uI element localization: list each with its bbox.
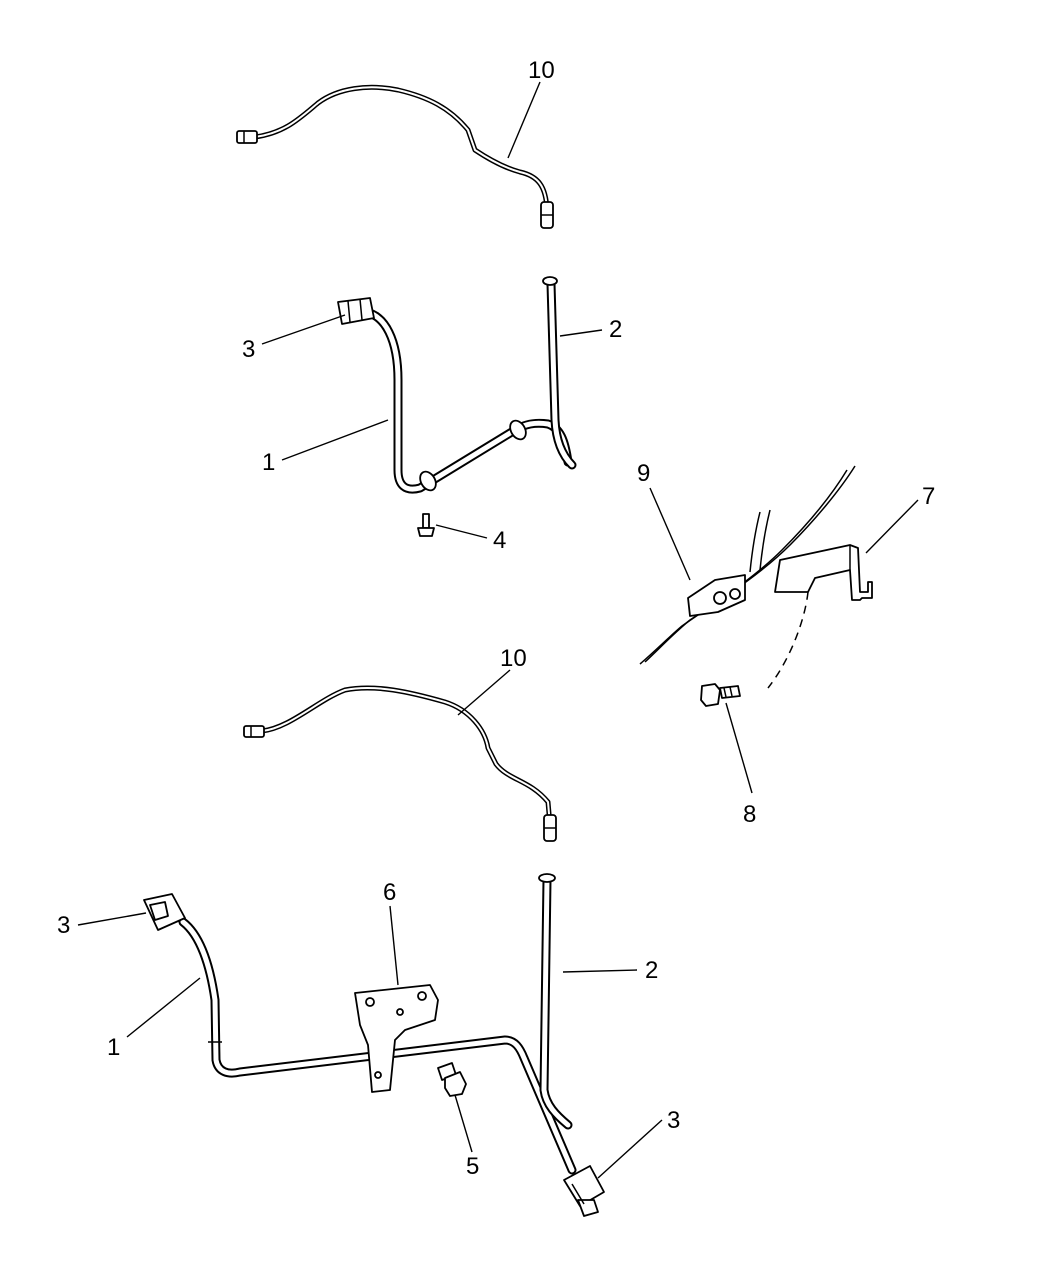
callout-6: 6 xyxy=(383,879,396,906)
leader-lines xyxy=(77,81,919,1179)
wire-harness-middle xyxy=(243,685,557,842)
callout-5: 5 xyxy=(466,1153,479,1180)
callout-1-top: 1 xyxy=(262,449,275,476)
callout-3-bottom: 3 xyxy=(667,1107,680,1134)
callout-4: 4 xyxy=(493,527,506,554)
pigtail-upper xyxy=(542,276,577,470)
callout-7: 7 xyxy=(922,483,935,510)
bolt-8 xyxy=(700,683,741,707)
bolt-5 xyxy=(437,1062,467,1097)
callout-10-middle: 10 xyxy=(500,645,527,672)
callout-labels: 10 3 2 1 4 9 7 10 8 6 3 2 1 5 3 xyxy=(57,57,935,1180)
callout-3-left: 3 xyxy=(57,912,70,939)
callout-1-bottom: 1 xyxy=(107,1034,120,1061)
sensor-lead-upper xyxy=(337,297,573,494)
pigtail-lower xyxy=(538,873,573,1130)
callout-3-top: 3 xyxy=(242,336,255,363)
callout-8: 8 xyxy=(743,801,756,828)
sensor-lead-lower xyxy=(143,893,605,1217)
bracket-assembly xyxy=(639,465,873,689)
callout-2-top: 2 xyxy=(609,316,622,343)
wire-harness-top xyxy=(236,84,554,229)
callout-10-top: 10 xyxy=(528,57,555,84)
screw-4 xyxy=(417,513,435,537)
callout-9: 9 xyxy=(637,460,650,487)
bracket-6 xyxy=(354,984,439,1093)
callout-2-bottom: 2 xyxy=(645,957,658,984)
